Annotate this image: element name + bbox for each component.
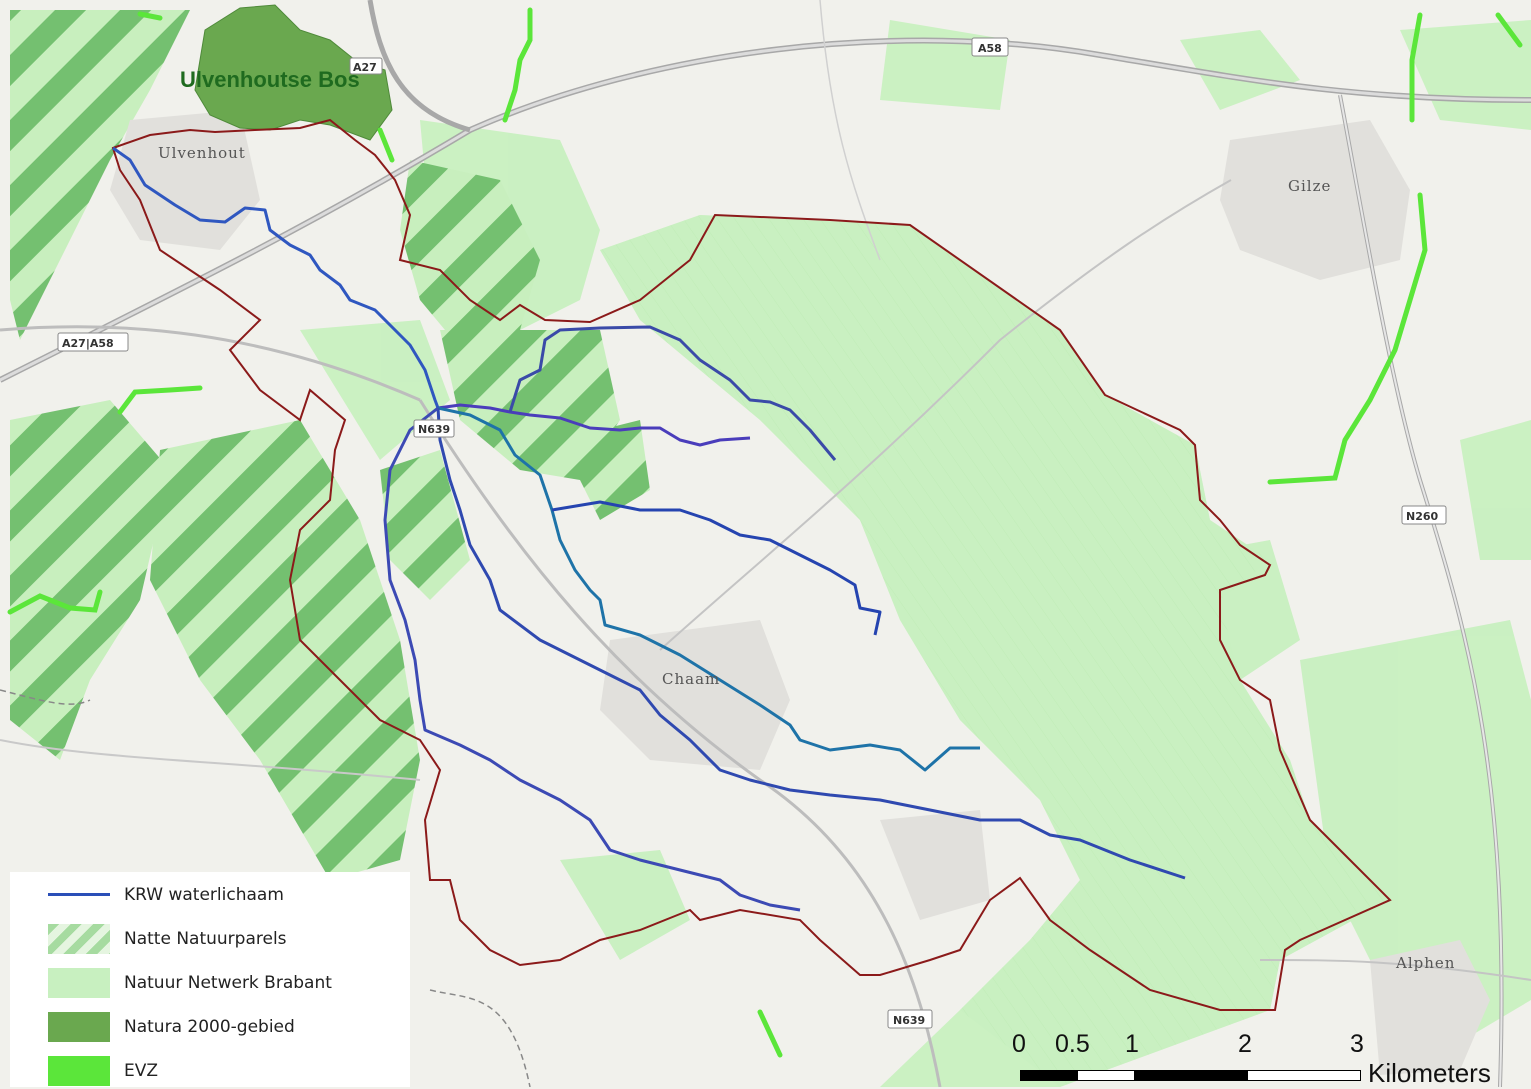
legend-item-natte-natuurparels: Natte Natuurparels [48,924,287,954]
study-area-boundary [111,118,1392,1011]
border-line [0,689,531,1087]
scale-tick-0-5: 0.5 [1055,1030,1090,1058]
place-label-ulvenhout: Ulvenhout [158,144,246,162]
svg-text:N639: N639 [893,1014,925,1027]
road-shield-n639-mid: N639 [413,419,455,438]
place-label-chaam: Chaam [662,670,720,688]
natura-2000-area [194,4,393,141]
field-texture [600,215,1390,1087]
road-shield-a27: A27 [349,57,383,75]
road-shield-n639-bottom: N639 [887,1009,933,1029]
scale-segment [1020,1070,1078,1081]
road-shield-n260: N260 [1401,505,1447,525]
svg-text:A27: A27 [353,61,377,74]
legend-item-natura-2000: Natura 2000-gebied [48,1012,295,1042]
legend-label: Natuur Netwerk Brabant [124,973,332,993]
scale-segment [1247,1070,1361,1081]
natte-natuurparels-areas [10,10,650,880]
svg-text:A58: A58 [978,42,1002,55]
urban-areas [110,110,1490,1075]
blue-line-icon [48,880,110,910]
evz-corridors [7,7,1523,1058]
scale-tick-2: 2 [1238,1030,1252,1058]
scale-tick-0: 0 [1012,1030,1026,1058]
natura-label-ulvenhoutse-bos: Ulvenhoutse Bos [180,67,360,92]
legend-item-krw: KRW waterlichaam [48,880,284,910]
scale-segment [1134,1070,1248,1081]
legend-item-evz: EVZ [48,1056,158,1086]
svg-text:A27|A58: A27|A58 [62,337,114,350]
legend-label: KRW waterlichaam [124,885,284,905]
svg-text:N639: N639 [418,423,450,436]
place-label-alphen: Alphen [1395,954,1455,972]
light-green-fill-icon [48,968,110,998]
place-labels: Ulvenhout Gilze Chaam Alphen Ulvenhoutse… [158,67,1455,972]
legend-label: Natura 2000-gebied [124,1017,295,1037]
road-shield-a27-a58: A27|A58 [57,332,129,352]
legend-label: Natte Natuurparels [124,929,287,949]
scale-tick-3: 3 [1350,1030,1364,1058]
legend-label: EVZ [124,1061,159,1081]
scale-tick-1: 1 [1125,1030,1139,1058]
map-legend: KRW waterlichaam Natte Natuurparels Natu… [10,872,410,1087]
road-shield-a58: A58 [971,37,1009,57]
bright-green-fill-icon [48,1056,110,1086]
scale-bar: 0 0.5 1 2 3 Kilometers [1010,1030,1520,1088]
scale-segment [1077,1070,1135,1081]
scale-unit: Kilometers [1368,1058,1491,1088]
hatched-green-icon [48,924,110,954]
svg-text:N260: N260 [1406,510,1439,523]
legend-item-nnb: Natuur Netwerk Brabant [48,968,332,998]
place-label-gilze: Gilze [1288,177,1331,195]
krw-waterlichamen [112,146,1186,912]
dark-green-fill-icon [48,1012,110,1042]
